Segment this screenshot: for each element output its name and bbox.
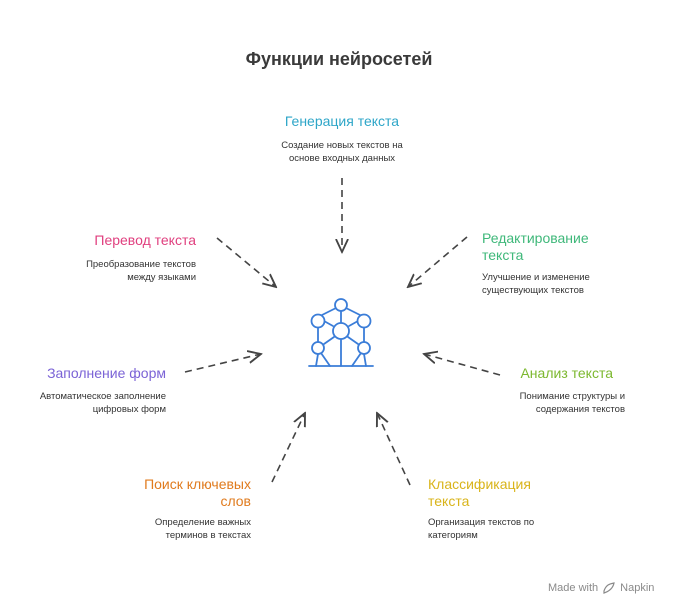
arrow-from-editing	[408, 236, 468, 287]
description-line: цифровых форм	[92, 404, 166, 415]
title-line: текста	[482, 247, 524, 263]
node-keyword-search-title: Поиск ключевых слов	[90, 476, 251, 510]
node-analysis-title: Анализ текста	[520, 365, 613, 381]
napkin-brand-name: Napkin	[620, 582, 655, 594]
node-classification-title: Классификация текста	[428, 476, 598, 510]
arrow-from-keyword-search	[271, 413, 305, 483]
arrow-from-classification	[377, 413, 411, 486]
node-generation-title: Генерация текста	[284, 113, 400, 129]
node-editing-description: Улучшение и изменение существующих текст…	[482, 271, 652, 297]
description-line: Преобразование текстов	[86, 259, 196, 270]
description-line: Понимание структуры и	[519, 391, 625, 402]
napkin-watermark: Made with Napkin	[548, 581, 654, 595]
title-line: Классификация	[428, 476, 531, 492]
neural-network-icon	[308, 298, 374, 367]
description-line: Организация текстов по	[428, 517, 535, 528]
node-keyword-search-description: Определение важных терминов в текстах	[90, 516, 251, 542]
description-line: Автоматическое заполнение	[39, 391, 166, 402]
arrow-from-analysis	[424, 354, 501, 376]
node-forms-description: Автоматическое заполнение цифровых форм	[20, 390, 166, 416]
title-line: Редактирование	[482, 230, 589, 246]
description-line: содержания текстов	[535, 404, 625, 415]
arrow-from-translation	[216, 237, 276, 287]
napkin-logo-icon	[603, 582, 615, 594]
node-generation-description: Создание новых текстов на основе входных…	[240, 139, 444, 165]
node-classification-description: Организация текстов по категориям	[428, 516, 598, 542]
description-line: Определение важных	[154, 517, 251, 528]
description-line: категориям	[428, 530, 478, 541]
title-line: слов	[220, 493, 251, 509]
node-editing-title: Редактирование текста	[482, 230, 652, 264]
arrow-from-forms	[184, 354, 261, 373]
description-line: Создание новых текстов на	[281, 140, 403, 151]
node-analysis-description: Понимание структуры и содержания текстов	[460, 390, 625, 416]
description-line: существующих текстов	[482, 285, 584, 296]
description-line: Улучшение и изменение	[482, 272, 590, 283]
made-with-label: Made with	[548, 582, 599, 594]
node-forms-title: Заполнение форм	[47, 365, 166, 381]
diagram-title: Функции нейросетей	[245, 49, 433, 69]
description-line: между языками	[127, 272, 196, 283]
node-translation-title: Перевод текста	[94, 232, 196, 248]
description-line: терминов в текстах	[165, 530, 251, 541]
title-line: текста	[428, 493, 470, 509]
node-translation-description: Преобразование текстов между языками	[40, 258, 196, 284]
title-line: Поиск ключевых	[144, 476, 251, 492]
description-line: основе входных данных	[288, 153, 396, 164]
